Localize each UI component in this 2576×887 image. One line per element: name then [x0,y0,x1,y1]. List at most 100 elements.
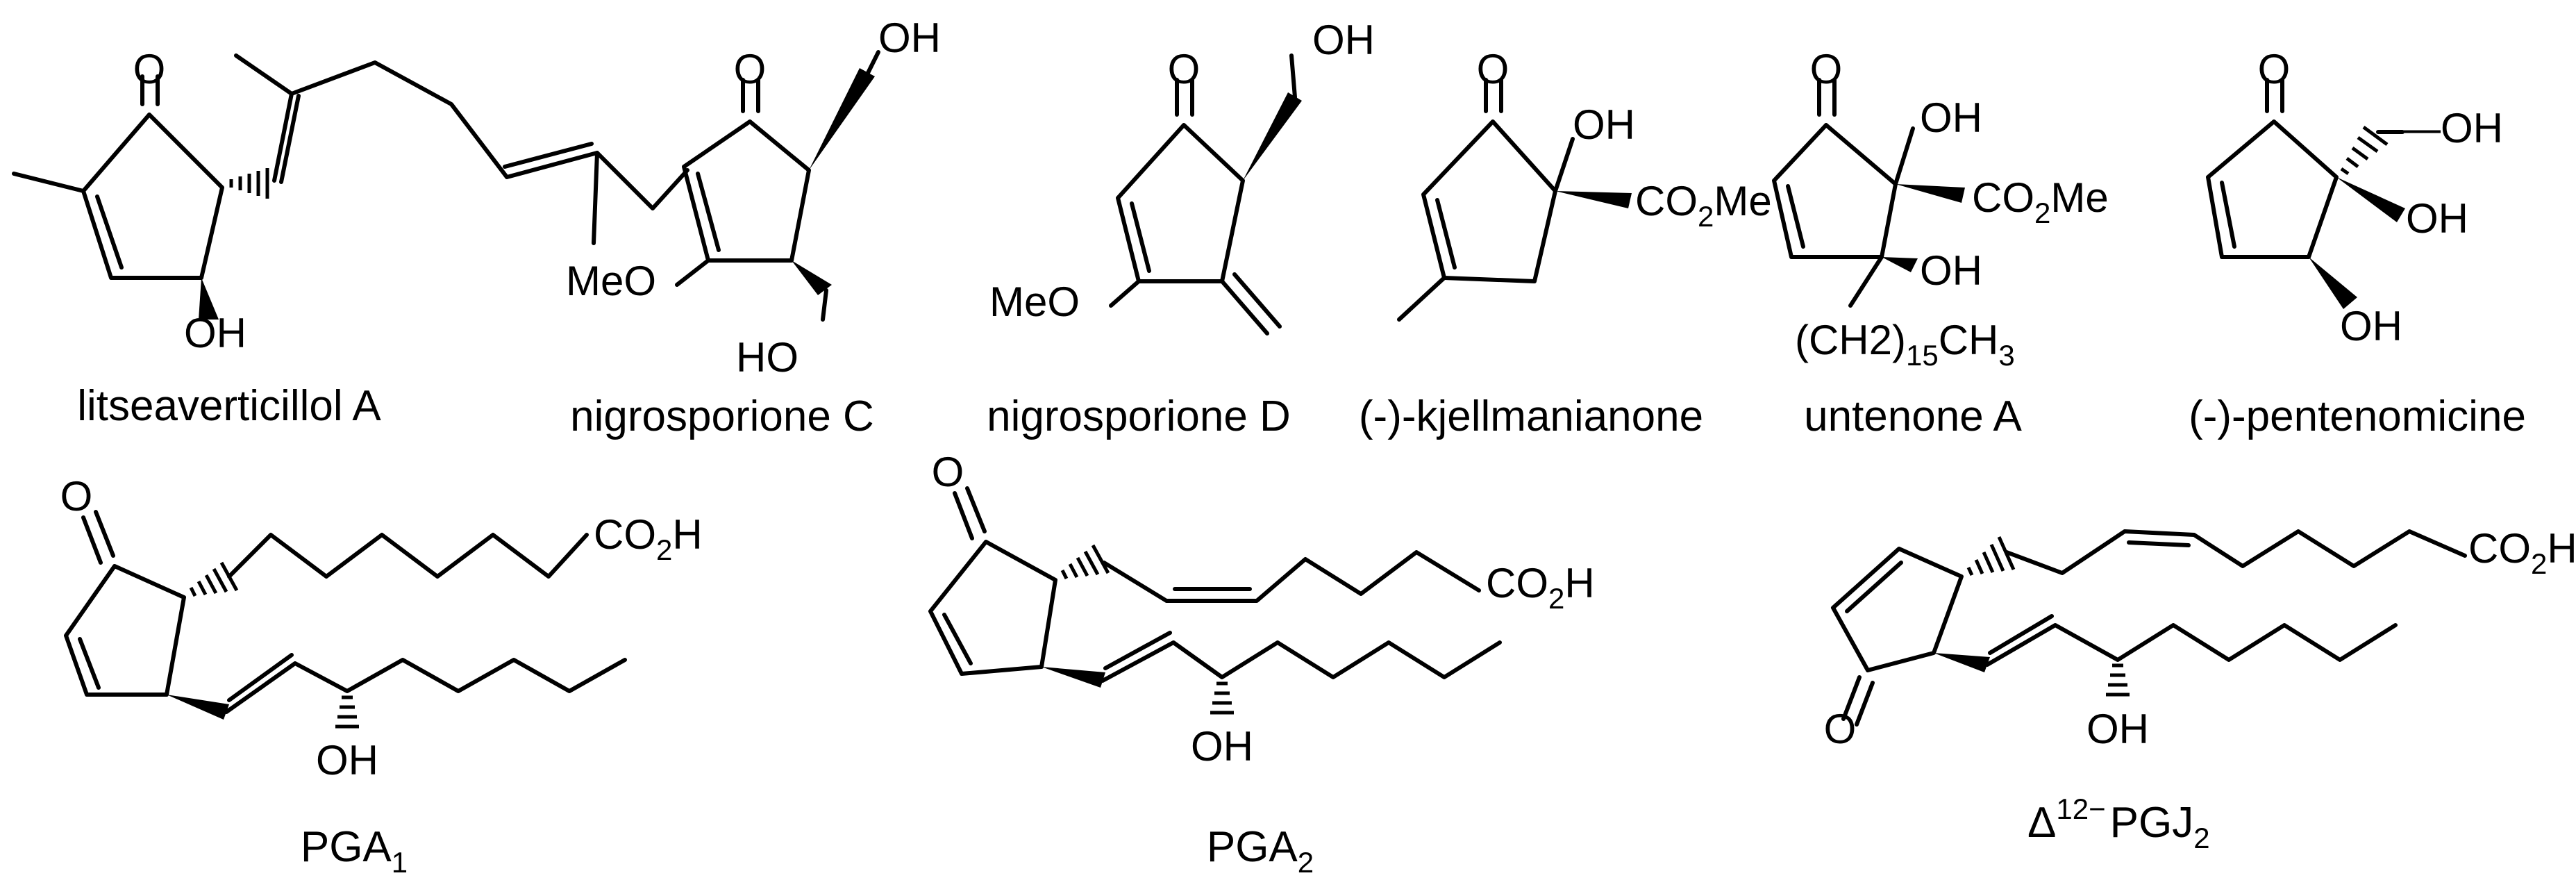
atom-oh-mid: OH [1920,247,1982,294]
omega-chain-bonds [224,658,627,714]
structure-pga1: O CO2H OH PGA1 [60,473,703,879]
ring-bonds [682,119,811,263]
ring-bonds [928,540,1057,676]
omega-chain-bonds [1101,640,1502,683]
side-chain-bonds [272,60,689,210]
ring-double-bond [95,194,124,270]
hashed-bond [229,168,269,199]
atom-acid: CO2H [594,511,703,566]
atom-oh: OH [1312,17,1375,63]
hashed-bond-alpha-chain [1060,544,1110,580]
ch2oh-wedge-top [809,68,875,170]
hashed-bond [2340,125,2389,176]
atom-o: O [60,473,93,520]
atom-meo: MeO [566,258,656,304]
atom-ho-bottom: HO [736,334,798,381]
carbonyl-bond-b [94,510,115,558]
atom-oh: OH [184,310,246,356]
ring-bonds [1116,123,1245,283]
hashed-bond-oh [335,695,359,729]
atom-meo: MeO [989,279,1080,325]
ring-double-bond [78,637,101,690]
ch2oh-bond-bottom [821,288,828,322]
compound-name: nigrosporione C [570,392,874,440]
atom-acid: CO2H [1486,560,1595,615]
atom-oh-low: OH [2340,303,2402,349]
atom-o: O [734,46,767,92]
exomethylene-bond-b [1232,272,1282,329]
ring-double-bond [1435,198,1457,270]
ester-wedge [1896,184,1965,203]
compound-name: (-)-kjellmanianone [1359,392,1703,440]
compound-name: (-)-pentenomicine [2189,392,2526,440]
methyl-bond [1397,276,1446,322]
ring-double-bond [942,613,973,665]
omega-chain-wedge [167,695,229,720]
side-chain-methyl [234,53,294,96]
hashed-bond-oh [2106,663,2130,697]
ring-bonds [1831,547,1964,672]
ch2oh-bond [1289,53,1297,99]
structure-pentenomicine: O —OH OH OH (-)-pentenomicine [2189,46,2526,440]
chain-bond [1848,255,1884,308]
oh-low-wedge [2309,257,2357,309]
hashed-bond-alpha-chain [1966,536,2016,577]
compound-name: litseaverticillol A [77,382,381,430]
carbonyl-bond-b [1855,681,1875,727]
omega-chain-wedge [1042,667,1105,688]
side-chain-double-b [503,142,594,169]
omega-double-bond [227,653,294,702]
structure-kjellmanianone: O OH CO2Me (-)-kjellmanianone [1359,46,1772,440]
atom-acid: CO2H [2468,525,2576,580]
ring-bonds [1772,123,1898,259]
atom-o: O [1477,46,1509,92]
omega-chain-bonds [1985,623,2398,667]
carbonyl-bond-a [953,491,974,540]
structure-pgj2: O CO2H OH Δ12−PGJ2 [1824,525,2576,854]
atom-ester: CO2Me [1972,174,2109,229]
atom-oh: OH [316,737,378,784]
ring-double-bond [1786,184,1805,249]
carbonyl-bond-b [965,486,987,533]
carbonyl-bond-a [1841,675,1862,721]
omega-double-bond [1103,631,1172,670]
alpha-chain-bonds [227,533,589,579]
omega-chain-wedge [1934,653,1990,672]
terminal-methyl [592,151,599,245]
atom-ester: CO2Me [1635,178,1772,233]
atom-oh: OH [2086,706,2149,752]
ome-bond [1109,279,1141,308]
atom-oh-top: OH [1920,94,1982,141]
ring-double-bond [1845,561,1903,613]
atom-oh: OH [1573,101,1635,148]
atom-o: O [1810,46,1843,92]
ring-double-bond [2220,181,2236,249]
ester-wedge [1555,191,1632,208]
atom-oh-chain: —OH [2399,105,2503,151]
structure-litseaverticillol-a: O OH litseaverticillol A [12,46,689,430]
oh-mid-wedge [1882,257,1918,272]
omega-double-bond [1988,614,2054,655]
compound-name: Δ12−PGJ2 [2027,793,2210,854]
atom-o: O [1168,46,1201,92]
exomethylene-bond-a [1220,279,1269,335]
ring-double-bond [1130,201,1151,273]
structure-untenone-a: O OH CO2Me OH (CH2)15CH3 untenone A [1772,46,2109,440]
oh-wedge [199,278,219,320]
atom-o: O [2258,46,2291,92]
atom-o: O [133,46,166,92]
oh-bond [1553,137,1575,193]
hashed-bond-alpha-chain [189,561,239,597]
compound-name: untenone A [1804,392,2022,440]
alpha-chain-bonds [2005,529,2467,575]
ring-bonds [81,113,224,280]
compound-name: PGA2 [1207,823,1314,879]
structure-nigrosporione-c: O OH MeO HO nigrosporione C [566,15,941,440]
hashed-bond-oh [1210,681,1234,715]
atom-oh-mid: OH [2406,195,2468,242]
alpha-chain-bonds [1102,550,1481,603]
alpha-double-bond [2127,540,2191,547]
atom-o: O [1824,706,1857,752]
